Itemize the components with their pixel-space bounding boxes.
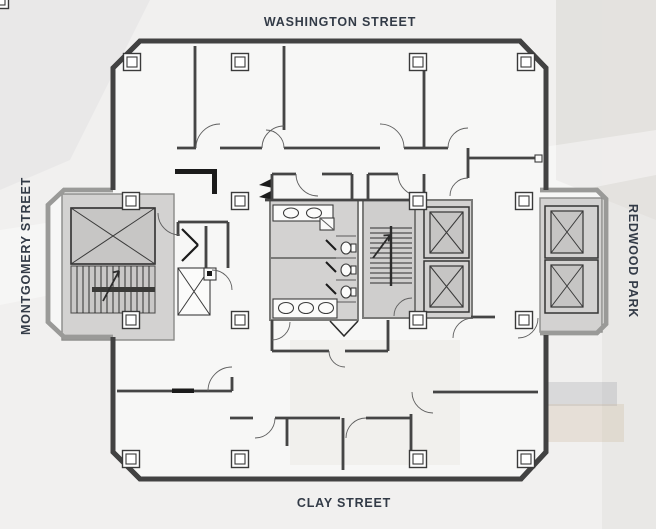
wing-outlines (45, 187, 609, 340)
column (408, 310, 428, 330)
sink (305, 207, 323, 219)
column (408, 191, 428, 211)
column (230, 310, 250, 330)
door-arc (393, 297, 413, 317)
restroom-door-wedge (259, 190, 273, 200)
elevator-x (550, 264, 584, 308)
door-arc (207, 366, 233, 392)
column (121, 449, 141, 469)
column (230, 191, 250, 211)
toilet-tank (350, 243, 357, 253)
vestibule-double-door (329, 320, 359, 338)
west-stair-direction-arrow (102, 270, 120, 302)
door-arc (295, 173, 319, 197)
elevator-cab (423, 206, 470, 259)
central-stair (370, 226, 412, 286)
column (122, 52, 142, 72)
freight-elevator-x (70, 207, 156, 265)
door-arc (254, 417, 276, 439)
janitor-sink-diagonal (319, 217, 335, 231)
sink (297, 301, 315, 315)
door-arc (345, 417, 367, 439)
door-arc (447, 127, 469, 149)
door-arc (411, 391, 434, 414)
column (230, 449, 250, 469)
elevator-x (550, 210, 584, 254)
background-buildings (545, 382, 617, 406)
column (121, 191, 141, 211)
background-shade-topleft (0, 0, 150, 190)
exterior-wall (110, 38, 549, 482)
stall-doors (325, 239, 337, 295)
door-arc (452, 317, 474, 339)
door-arc (271, 321, 291, 341)
center-elevators (423, 206, 470, 313)
elevator-cab (544, 259, 599, 314)
elevator-cab (544, 205, 599, 259)
west-stair-landing-rail (92, 287, 155, 292)
door-arc (328, 350, 346, 368)
toilet (340, 263, 352, 277)
sink (317, 301, 335, 315)
door-arc (517, 317, 539, 339)
door-arc (449, 177, 469, 197)
stall-partitions (336, 235, 356, 303)
restroom-door-wedge (259, 178, 273, 188)
central-stair-arrow (372, 234, 391, 259)
restrooms (259, 178, 357, 319)
east-elevators (544, 205, 599, 314)
toilet-tank (350, 265, 357, 275)
elevator-x (429, 211, 464, 254)
door-arcs (157, 123, 539, 439)
door-arc (261, 125, 285, 149)
column (408, 449, 428, 469)
background-band-right (602, 0, 656, 529)
column (514, 191, 534, 211)
shear-wall-stub (172, 388, 194, 393)
toilet (340, 241, 352, 255)
elevator-x (429, 265, 464, 308)
floor-photo-tint (290, 340, 460, 465)
column (408, 52, 428, 72)
sink (277, 301, 295, 315)
electrical-box-dot (207, 271, 212, 276)
central-stair-shaft (362, 199, 416, 319)
door-arc (211, 269, 233, 291)
toilet-tank (350, 287, 357, 297)
toilet (340, 285, 352, 299)
street-labels: WASHINGTON STREET CLAY STREET MONTGOMERY… (19, 15, 640, 510)
elevator-cab (423, 260, 470, 313)
column (516, 449, 536, 469)
shear-wall (175, 169, 217, 194)
closet-door-leaves (181, 228, 199, 262)
column (230, 52, 250, 72)
west-wing-core (70, 207, 211, 316)
street-label-top: WASHINGTON STREET (264, 15, 416, 29)
sink (282, 207, 300, 219)
column (121, 310, 141, 330)
background-beige-band (538, 404, 624, 442)
column (516, 52, 536, 72)
column-grid (0, 0, 536, 469)
column (514, 310, 534, 330)
street-label-bottom: CLAY STREET (297, 496, 391, 510)
door-arc (379, 123, 405, 149)
toilets (340, 241, 357, 299)
wall-tick (534, 154, 543, 163)
door-arc (157, 212, 181, 236)
door-arc (195, 123, 221, 149)
interior-walls (115, 44, 543, 472)
door-arc (265, 129, 285, 149)
street-label-right: REDWOOD PARK (626, 204, 640, 318)
street-label-left: MONTGOMERY STREET (19, 177, 33, 335)
